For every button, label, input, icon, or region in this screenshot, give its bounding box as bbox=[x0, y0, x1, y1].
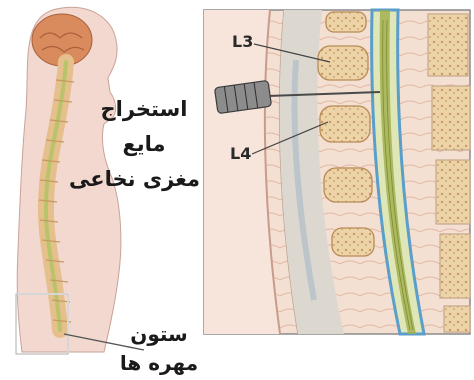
magnified-spine-panel bbox=[204, 10, 470, 334]
procedure-label-line-2: مایع bbox=[88, 127, 200, 162]
procedure-label-line-1: استخراج bbox=[88, 92, 200, 127]
vertebra-l3-label: L3 bbox=[232, 32, 253, 51]
vertebral-column-label: ستون مهره ها bbox=[116, 320, 202, 378]
vertebra-l4-label: L4 bbox=[230, 144, 251, 163]
procedure-label: استخراج مایع مغزی نخاعی bbox=[88, 92, 200, 197]
vertebra-l5 bbox=[324, 168, 372, 202]
vertebra-l4 bbox=[320, 106, 370, 142]
column-label-line-1: ستون bbox=[116, 320, 202, 349]
vertebra-l3 bbox=[318, 46, 368, 80]
column-label-line-2: مهره ها bbox=[116, 349, 202, 378]
procedure-label-line-3: مغزی نخاعی bbox=[88, 162, 200, 197]
